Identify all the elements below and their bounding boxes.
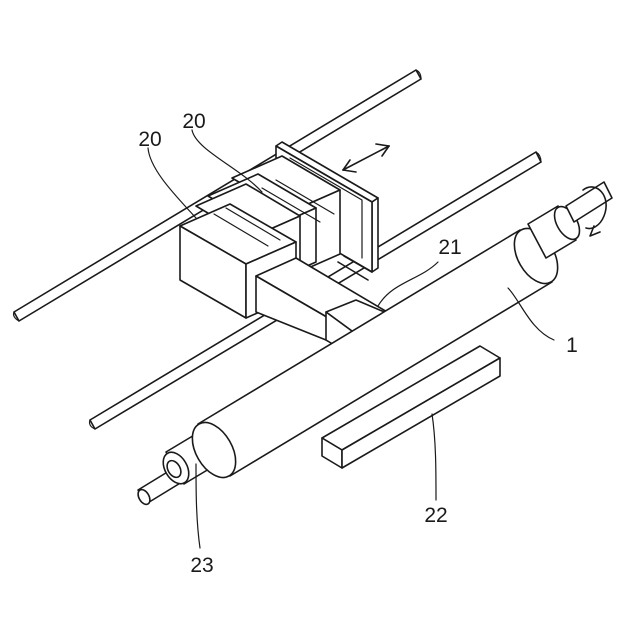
ref-label-21: 21 — [438, 236, 461, 259]
ref-label-1: 1 — [566, 334, 578, 357]
double-arrow-icon — [343, 144, 389, 172]
ref-label-20-left: 20 — [138, 128, 161, 151]
ref-label-22: 22 — [424, 504, 447, 527]
ref-label-23: 23 — [190, 554, 213, 577]
ref-label-20-right: 20 — [182, 110, 205, 133]
